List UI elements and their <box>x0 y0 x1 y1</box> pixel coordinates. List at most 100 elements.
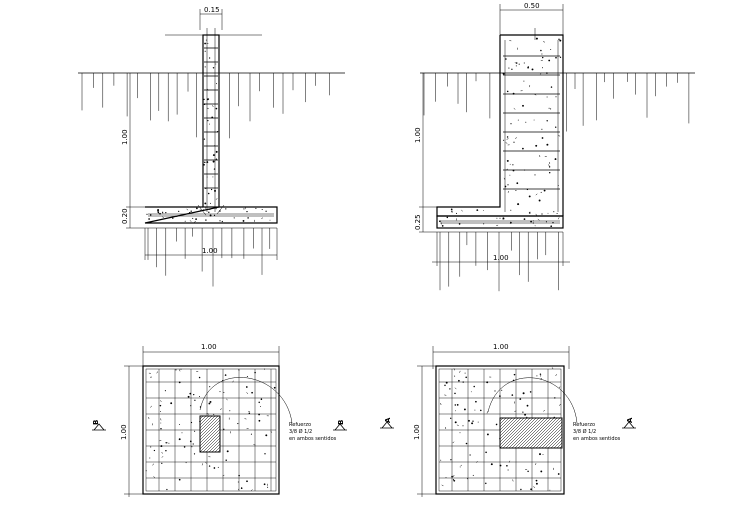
aggregate-mark <box>441 484 444 487</box>
aggregate-dot <box>215 107 218 110</box>
aggregate-dot <box>532 220 534 222</box>
aggregate-dot <box>215 158 218 160</box>
aggregate-dot <box>486 381 489 384</box>
aggregate-dot <box>542 67 543 69</box>
aggregate-dot <box>450 417 452 419</box>
aggregate-mark <box>199 209 201 212</box>
aggregate-dot <box>499 217 501 219</box>
aggregate-dot <box>451 475 453 478</box>
aggregate-dot <box>506 90 509 93</box>
aggregate-dot <box>557 473 560 475</box>
hatch-line <box>499 417 516 434</box>
aggregate-dot <box>145 470 147 472</box>
aggregate-dot <box>208 57 211 59</box>
plan-height-label: 1.00 <box>120 424 128 440</box>
aggregate-dot <box>191 446 193 448</box>
hatch-line <box>508 417 540 449</box>
aggregate-dot <box>541 128 543 130</box>
aggregate-mark <box>506 168 508 171</box>
aggregate-mark <box>186 208 189 211</box>
cut-marker-left: A <box>380 417 394 429</box>
aggregate-mark <box>558 386 561 389</box>
aggregate-dot <box>527 66 529 69</box>
hatch-line <box>199 416 221 438</box>
note-line-1: Refuerzo <box>289 422 311 428</box>
aggregate-mark <box>533 486 535 489</box>
aggregate-dot <box>258 419 261 422</box>
aggregate-dot <box>273 386 276 389</box>
aggregate-dot <box>216 130 219 133</box>
wall-width-label: 0.50 <box>524 2 540 10</box>
aggregate-dot <box>164 390 166 392</box>
aggregate-dot <box>506 136 509 138</box>
aggregate-dot <box>223 392 225 393</box>
aggregate-dot <box>207 413 209 415</box>
aggregate-mark <box>450 210 453 213</box>
aggregate-dot <box>260 398 263 400</box>
aggregate-dot <box>168 442 170 444</box>
aggregate-dot <box>450 208 453 211</box>
aggregate-mark <box>207 88 209 91</box>
aggregate-dot <box>515 189 517 192</box>
aggregate-dot <box>450 459 452 461</box>
hatch-line <box>499 417 528 446</box>
aggregate-dot <box>184 220 186 222</box>
aggregate-dot <box>165 449 167 452</box>
aggregate-mark <box>204 213 207 216</box>
aggregate-dot <box>219 210 221 212</box>
aggregate-mark <box>161 452 164 454</box>
hatch-line <box>499 417 519 437</box>
hatch-line <box>499 417 504 422</box>
aggregate-mark <box>540 374 542 377</box>
aggregate-dot <box>258 413 260 416</box>
aggregate-dot <box>207 119 209 122</box>
hatch-line <box>541 427 563 449</box>
aggregate-dot <box>195 218 197 220</box>
aggregate-dot <box>512 92 515 95</box>
aggregate-mark <box>503 177 506 180</box>
hatch-line <box>553 439 563 449</box>
aggregate-dot <box>208 402 211 405</box>
aggregate-dot <box>263 483 266 486</box>
footing <box>436 215 564 229</box>
aggregate-dot <box>153 449 156 452</box>
aggregate-dot <box>160 410 162 412</box>
aggregate-dot <box>505 58 507 60</box>
hatch-line <box>199 415 210 426</box>
note-line-3: en ambos sentidos <box>289 436 337 442</box>
aggregate-dot <box>209 214 212 217</box>
aggregate-mark <box>557 217 560 220</box>
aggregate-mark <box>212 105 214 108</box>
hatch-line <box>199 415 207 423</box>
hatch-line <box>526 417 558 449</box>
aggregate-dot <box>548 59 551 62</box>
hatch-line <box>211 443 221 453</box>
aggregate-dot <box>178 381 181 384</box>
aggregate-dot <box>550 86 553 88</box>
aggregate-dot <box>265 434 268 437</box>
aggregate-dot <box>512 164 514 166</box>
aggregate-dot <box>515 65 517 67</box>
aggregate-dot <box>517 203 520 206</box>
aggregate-dot <box>527 470 529 473</box>
aggregate-mark <box>160 418 162 421</box>
aggregate-mark <box>555 374 557 377</box>
aggregate-dot <box>206 98 209 101</box>
aggregate-dot <box>470 391 472 393</box>
aggregate-dot <box>543 189 546 192</box>
aggregate-dot <box>204 66 206 68</box>
aggregate-dot <box>546 143 549 146</box>
aggregate-dot <box>554 158 557 161</box>
aggregate-dot <box>194 430 196 432</box>
aggregate-dot <box>204 42 207 45</box>
aggregate-dot <box>541 137 544 139</box>
aggregate-dot <box>246 210 248 213</box>
aggregate-dot <box>528 195 531 198</box>
aggregate-dot <box>517 119 519 121</box>
aggregate-dot <box>255 207 257 209</box>
stirrups <box>204 47 218 189</box>
aggregate-dot <box>146 213 148 215</box>
aggregate-mark <box>496 224 499 226</box>
aggregate-dot <box>534 225 536 227</box>
aggregate-dot <box>459 432 461 434</box>
